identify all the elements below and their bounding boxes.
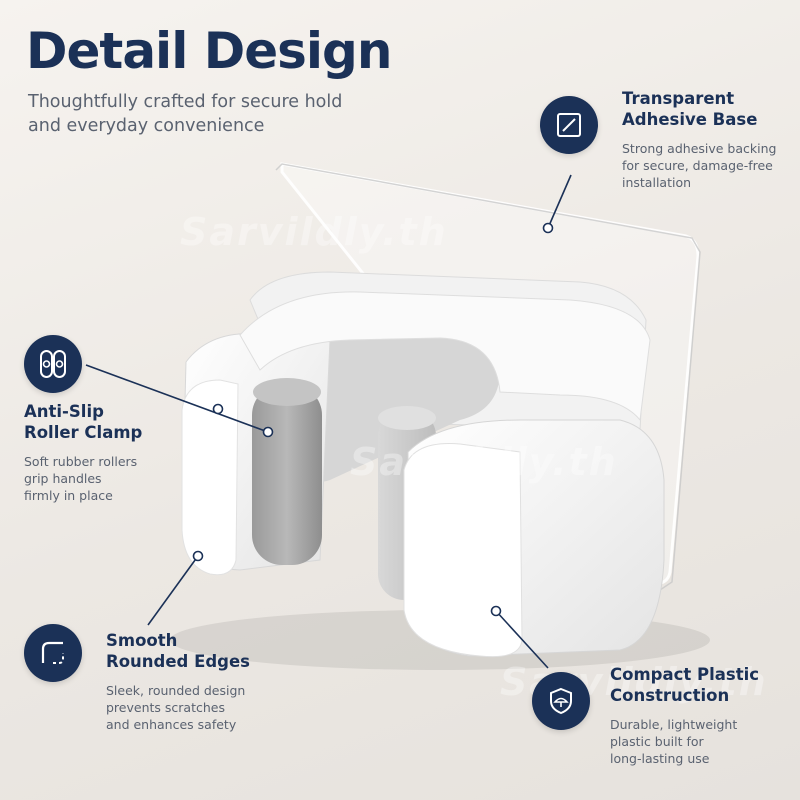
leader-edges xyxy=(147,555,199,626)
feature-description: Durable, lightweight plastic built for l… xyxy=(610,717,738,766)
leader-dot-plastic xyxy=(490,605,502,617)
leader-dot-roller-2 xyxy=(262,426,274,438)
page-title: Detail Design xyxy=(26,22,392,80)
left-roller-top xyxy=(253,378,321,406)
feature-title: Smooth Rounded Edges xyxy=(106,631,250,671)
leader-plastic xyxy=(495,610,549,669)
feature-title: Anti-Slip Roller Clamp xyxy=(24,402,143,442)
holder-cavity xyxy=(300,328,500,482)
leader-dot-roller xyxy=(212,403,224,415)
leader-dot-adhesive xyxy=(542,222,554,234)
watermark: Sarvildly.th xyxy=(180,210,448,254)
feature-title: Transparent Adhesive Base xyxy=(622,89,758,129)
rollers-icon xyxy=(24,335,82,393)
rounded-corner-icon xyxy=(24,624,82,682)
right-roller-top xyxy=(378,406,436,430)
holder-right-face xyxy=(403,443,523,658)
feature-title: Compact Plastic Construction xyxy=(610,665,760,705)
adhesive-square-icon xyxy=(540,96,598,154)
feature-description: Strong adhesive backing for secure, dama… xyxy=(622,141,777,190)
subtitle-line: Thoughtfully crafted for secure hold xyxy=(28,92,343,112)
leader-roller xyxy=(85,364,269,433)
left-roller xyxy=(252,385,322,565)
leader-adhesive xyxy=(547,174,572,229)
feature-description: Sleek, rounded design prevents scratches… xyxy=(106,683,246,732)
holder-top-rim xyxy=(239,291,651,422)
subtitle-line: and everyday convenience xyxy=(28,116,265,136)
leader-dot-edges xyxy=(192,550,204,562)
page-subtitle: Thoughtfully crafted for secure hold and… xyxy=(28,90,388,138)
shield-umbrella-icon xyxy=(532,672,590,730)
watermark: Sarvildly.th xyxy=(350,440,618,484)
holder-left-face xyxy=(181,379,239,576)
feature-description: Soft rubber rollers grip handles firmly … xyxy=(24,454,138,503)
adhesive-base-edge xyxy=(275,163,701,591)
